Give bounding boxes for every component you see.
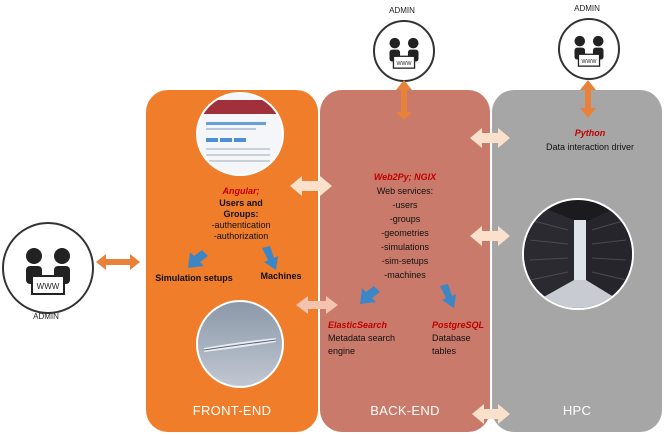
elasticsearch-title: ElasticSearch xyxy=(328,320,388,330)
pg-line-2: tables xyxy=(432,346,457,356)
web-line-5: -simulations xyxy=(380,242,429,252)
simulation-setups-label: Simulation setups xyxy=(155,273,233,283)
python-title: Python xyxy=(574,128,606,138)
arrow-backend-hpc-top xyxy=(470,128,510,148)
angular-line-2: Groups: xyxy=(223,209,259,219)
arrow-admin-hpc xyxy=(580,80,596,118)
web2py-title: Web2Py; NGIX xyxy=(373,172,437,182)
arrow-frontend-backend-bottom xyxy=(296,296,338,314)
admin-icon-top-right: WWW xyxy=(558,18,620,80)
web-line-4: -geometries xyxy=(381,228,429,238)
admin-icon-top-mid-text: WWW xyxy=(397,61,412,67)
web-line-3: -groups xyxy=(389,214,421,224)
web-line-7: -machines xyxy=(384,270,426,280)
arrow-frontend-backend-top xyxy=(290,176,332,196)
arrow-to-postgresql xyxy=(440,284,456,308)
admin-icon-top-right-text: WWW xyxy=(582,59,597,65)
es-line-2: engine xyxy=(328,346,356,356)
es-line-1: Metadata search xyxy=(328,333,396,343)
hpc-server-image xyxy=(522,198,634,310)
backend-panel: BACK-END xyxy=(320,90,490,432)
arrow-admin-frontend xyxy=(96,254,140,270)
angular-line-3: -authentication xyxy=(211,220,271,230)
backend-title: BACK-END xyxy=(370,403,440,418)
admin-label-top-right: ADMIN xyxy=(574,4,600,13)
admin-label-top-mid: ADMIN xyxy=(389,6,415,15)
arrow-to-simulation-setups xyxy=(188,250,208,268)
arrow-backend-hpc-mid xyxy=(470,226,510,246)
admin-label-left: ADMIN xyxy=(33,312,59,321)
python-desc: Data interaction driver xyxy=(545,142,635,152)
angular-title: Angular; xyxy=(222,186,260,196)
pg-line-1: Database xyxy=(432,333,471,343)
arrow-to-elasticsearch xyxy=(360,286,380,304)
frontend-screenshot-image xyxy=(196,92,284,176)
hpc-title: HPC xyxy=(562,403,592,418)
frontend-geometry-image xyxy=(196,300,284,388)
arrow-backend-hpc-bottom xyxy=(472,404,510,424)
arrow-to-machines xyxy=(262,246,278,270)
angular-line-4: -authorization xyxy=(213,231,269,241)
machines-label: Machines xyxy=(260,271,302,281)
web-line-1: Web services: xyxy=(376,186,434,196)
postgresql-title: PostgreSQL xyxy=(432,320,485,330)
arrow-admin-backend xyxy=(396,80,412,120)
web-line-6: -sim-setups xyxy=(381,256,429,266)
admin-icon-left: WWW xyxy=(2,222,94,314)
admin-icon-left-text: WWW xyxy=(37,282,60,291)
web-line-2: -users xyxy=(392,200,418,210)
angular-line-1: Users and xyxy=(219,198,263,208)
frontend-title: FRONT-END xyxy=(192,403,272,418)
